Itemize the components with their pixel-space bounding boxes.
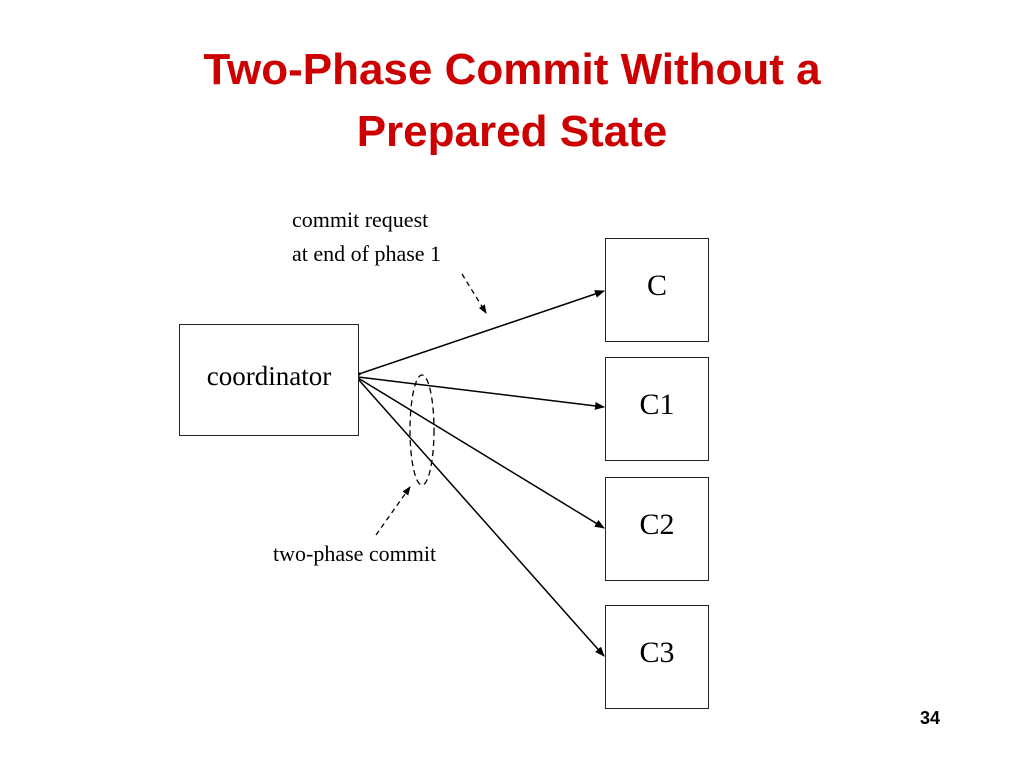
slide-title-line-2: Prepared State [356, 107, 668, 156]
participant-label-c: C [646, 269, 667, 302]
participant-label-c2: C2 [639, 508, 675, 541]
arrow-coordinator-to-c2 [357, 377, 605, 529]
two-phase-commit-note: two-phase commit [273, 541, 437, 566]
slide-title-line-1: Two-Phase Commit Without a [203, 45, 821, 94]
participant-label-c1: C1 [639, 388, 675, 421]
two-phase-commit-group-ellipse [409, 374, 435, 486]
page-number: 34 [919, 708, 940, 728]
participant-box-c3: C3 [605, 605, 709, 709]
coordinator-box: coordinator [179, 324, 359, 436]
participant-box-c1: C1 [605, 357, 709, 461]
coordinator-label: coordinator [206, 360, 332, 391]
commit-request-note-line-2: at end of phase 1 [292, 241, 442, 266]
participant-box-c2: C2 [605, 477, 709, 581]
arrow-coordinator-to-c [352, 290, 605, 380]
arrow-coordinator-to-c1 [357, 376, 605, 410]
participant-box-c: C [605, 238, 709, 342]
two-phase-commit-pointer [375, 486, 411, 536]
participant-label-c3: C3 [639, 636, 675, 669]
commit-request-pointer [461, 273, 487, 314]
commit-request-note-line-1: commit request [292, 207, 429, 232]
arrow-coordinator-to-c3 [357, 378, 605, 657]
